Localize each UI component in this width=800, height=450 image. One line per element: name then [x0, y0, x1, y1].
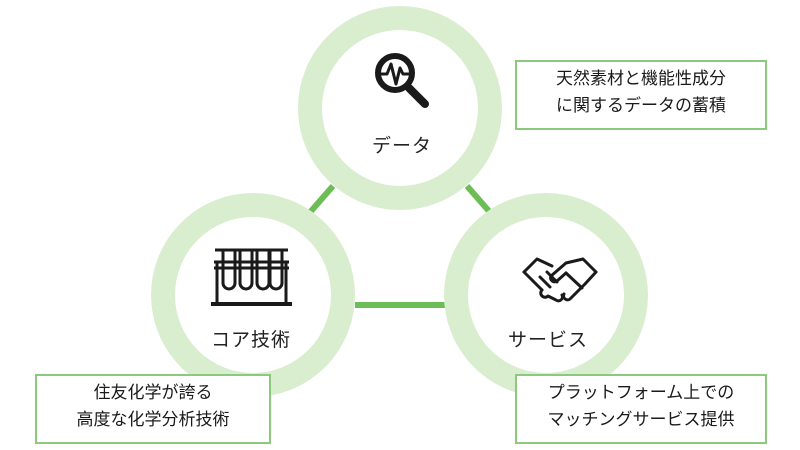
test-tubes-rack-icon — [211, 248, 292, 306]
ring-service — [444, 193, 648, 397]
ring-data — [298, 6, 502, 210]
note-service-line2: マッチングサービス提供 — [547, 410, 735, 430]
node-label-core: コア技術 — [211, 329, 292, 351]
handshake-icon — [522, 257, 598, 303]
note-core-line2: 高度な化学分析技術 — [76, 410, 230, 430]
note-box-core: 住友化学が誇る 高度な化学分析技術 — [35, 374, 271, 444]
note-data-line2: に関するデータの蓄積 — [556, 96, 726, 116]
node-label-data: データ — [372, 135, 433, 157]
ring-core — [151, 193, 355, 397]
magnifier-waveform-icon — [375, 53, 429, 108]
note-data-line1: 天然素材と機能性成分 — [556, 69, 726, 89]
node-label-service: サービス — [508, 329, 589, 351]
note-core-line1: 住友化学が誇る — [93, 383, 213, 403]
note-box-service: プラットフォーム上での マッチングサービス提供 — [515, 374, 767, 444]
note-box-data: 天然素材と機能性成分 に関するデータの蓄積 — [515, 60, 767, 130]
note-service-line1: プラットフォーム上での — [547, 383, 735, 403]
